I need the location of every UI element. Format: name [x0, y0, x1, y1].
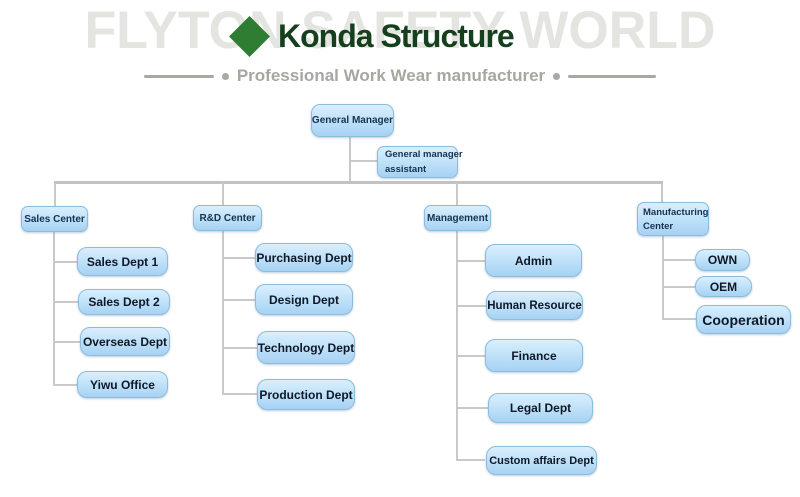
- node-cooperation: Cooperation: [696, 305, 791, 334]
- connector-drop-manufacturing: [661, 183, 663, 203]
- node-management: Management: [424, 205, 491, 231]
- connector-spine-management: [456, 231, 458, 461]
- node-design-dept: Design Dept: [255, 284, 353, 315]
- connector-stub: [662, 286, 695, 288]
- node-admin: Admin: [485, 244, 582, 277]
- connector-stub: [456, 260, 485, 262]
- subtitle-text: Professional Work Wear manufacturer: [236, 66, 546, 85]
- connector-stub: [456, 305, 487, 307]
- node-production-dept: Production Dept: [257, 379, 355, 410]
- node-sales-dept-2: Sales Dept 2: [78, 289, 170, 315]
- connector-spine-rnd: [222, 231, 224, 395]
- assistant-label-line1: General manager: [385, 149, 463, 160]
- subtitle-row: Professional Work Wear manufacturer: [0, 66, 800, 86]
- node-purchasing-dept: Purchasing Dept: [255, 243, 353, 272]
- node-legal-dept: Legal Dept: [488, 393, 593, 423]
- assistant-label-line2: assistant: [385, 164, 427, 175]
- connector-stub: [53, 384, 77, 386]
- node-custom-affairs-dept: Custom affairs Dept: [486, 446, 597, 475]
- node-general-manager-assistant: General manager assistant: [377, 146, 463, 178]
- connector-stub: [53, 301, 78, 303]
- connector-stub: [662, 318, 697, 320]
- page-title: Konda Structure: [278, 17, 515, 54]
- connector-spine-sales: [53, 232, 55, 385]
- connector-spine-manufacturing: [662, 234, 664, 320]
- node-general-manager: General Manager: [311, 104, 394, 137]
- node-sales-dept-1: Sales Dept 1: [77, 247, 168, 276]
- connector-stub: [222, 299, 255, 301]
- brand-header: Konda Structure: [228, 13, 515, 59]
- watermark-text: FLYTON SAFETY WORLD: [84, 1, 716, 60]
- connector-gm-assistant: [349, 160, 378, 162]
- connector-stub: [222, 393, 257, 395]
- node-technology-dept: Technology Dept: [257, 331, 355, 364]
- connector-drop-sales: [54, 183, 56, 206]
- node-rnd-center: R&D Center: [193, 205, 262, 231]
- connector-stub: [456, 355, 485, 357]
- node-oem: OEM: [695, 276, 752, 297]
- connector-drop-rnd: [222, 183, 224, 206]
- connector-stub: [53, 261, 77, 263]
- connector-stub: [456, 459, 485, 461]
- manufacturing-label-line2: Center: [643, 220, 674, 232]
- node-sales-center: Sales Center: [21, 206, 88, 232]
- node-finance: Finance: [485, 339, 583, 372]
- node-own: OWN: [695, 249, 750, 271]
- connector-stub: [222, 257, 255, 259]
- connector-stub: [53, 341, 80, 343]
- divider-dot-right: [553, 72, 561, 80]
- node-manufacturing-center: Manufacturing Center: [637, 202, 709, 236]
- diamond-icon: [228, 15, 271, 57]
- node-overseas-dept: Overseas Dept: [80, 327, 170, 356]
- connector-stub: [662, 259, 695, 261]
- manufacturing-label-line1: Manufacturing: [643, 206, 709, 218]
- connector-drop-management: [456, 183, 458, 206]
- node-yiwu-office: Yiwu Office: [77, 371, 168, 398]
- divider-dot-left: [221, 72, 229, 80]
- connector-main-line: [54, 181, 663, 184]
- connector-stub: [222, 347, 257, 349]
- divider-line-left: [143, 74, 214, 78]
- node-human-resource: Human Resource: [486, 291, 583, 320]
- divider-line-right: [568, 74, 657, 78]
- connector-stub: [456, 407, 488, 409]
